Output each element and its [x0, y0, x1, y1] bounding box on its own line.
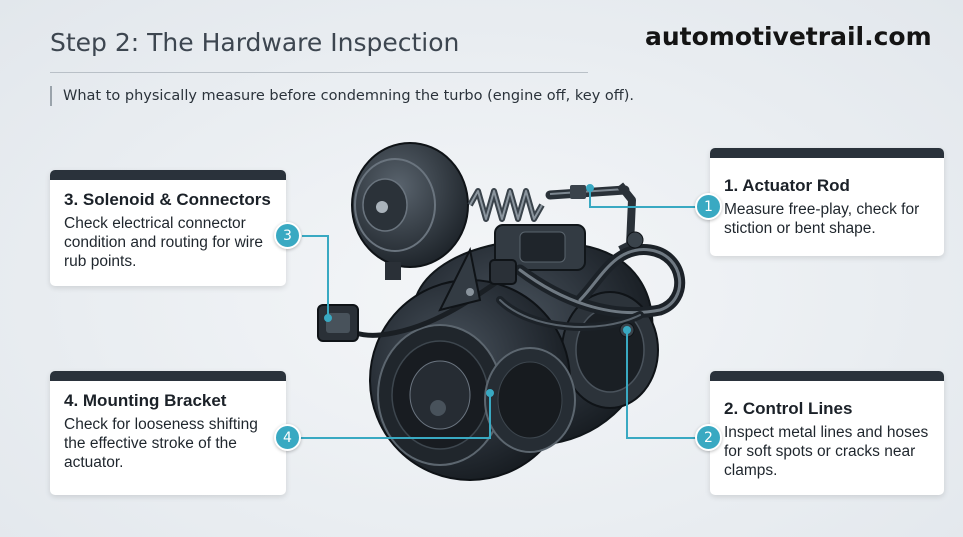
page-subtitle: What to physically measure before condem…	[63, 88, 635, 104]
callout-badge-4: 4	[274, 424, 301, 451]
leader-line-1	[589, 188, 697, 208]
callout-text: Inspect metal lines and hoses for soft s…	[724, 424, 929, 479]
callout-card-actuator-rod: 1. Actuator Rod Measure free-play, check…	[710, 148, 944, 256]
leader-line-4	[300, 393, 491, 439]
page-title: Step 2: The Hardware Inspection	[50, 28, 460, 57]
leader-dot-2	[623, 326, 631, 334]
callout-badge-2: 2	[695, 424, 722, 451]
callout-card-mounting-bracket: 4. Mounting Bracket Check for looseness …	[50, 371, 286, 495]
callout-text: Check for looseness shifting the effecti…	[64, 416, 258, 471]
callout-title: 2. Control Lines	[724, 399, 853, 418]
leader-line-3	[302, 235, 329, 318]
callout-text: Check electrical connector condition and…	[64, 215, 264, 270]
leader-dot-1	[586, 184, 594, 192]
callout-title: 1. Actuator Rod	[724, 176, 850, 195]
leader-lines	[300, 184, 697, 439]
callout-card-control-lines: 2. Control Lines Inspect metal lines and…	[710, 371, 944, 495]
leader-dot-4	[486, 389, 494, 397]
callout-text: Measure free-play, check for stiction or…	[724, 201, 920, 237]
title-divider	[50, 72, 588, 73]
actuator-canister	[351, 142, 469, 280]
leader-dot-3	[324, 314, 332, 322]
actuator-spring	[467, 188, 545, 222]
leader-line-2	[626, 330, 697, 439]
callout-badge-3: 3	[274, 222, 301, 249]
mounting-bracket	[438, 246, 482, 312]
actuator-rod	[545, 182, 636, 254]
brand-logo-text: automotivetrail.com	[645, 22, 932, 51]
control-lines	[496, 231, 686, 338]
callout-title: 4. Mounting Bracket	[64, 391, 227, 410]
callout-badge-1: 1	[695, 193, 722, 220]
callout-card-solenoid: 3. Solenoid & Connectors Check electrica…	[50, 170, 286, 286]
subtitle-accent-bar	[50, 86, 52, 106]
compressor-housing	[369, 279, 576, 481]
callout-title: 3. Solenoid & Connectors	[64, 190, 271, 209]
